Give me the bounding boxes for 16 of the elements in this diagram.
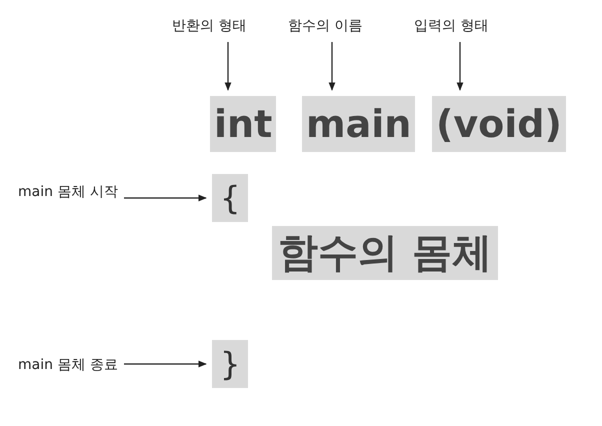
- code-token-box: int: [210, 96, 276, 152]
- arrow: [456, 42, 464, 91]
- annotation-text: 반환의 형태: [172, 16, 246, 36]
- arrow: [124, 360, 207, 368]
- brace-box: }: [212, 340, 248, 388]
- function-body-box: 함수의 몸체: [272, 226, 498, 280]
- brace-box: {: [212, 174, 248, 222]
- arrow: [224, 42, 232, 91]
- code-token-box: main: [302, 96, 416, 152]
- arrow: [124, 194, 207, 202]
- code-token-box: (void): [432, 96, 566, 152]
- annotation-text: main 몸체 종료: [18, 355, 118, 375]
- annotation-text: 함수의 이름: [288, 16, 362, 36]
- annotation-text: 입력의 형태: [414, 16, 488, 36]
- annotation-text: main 몸체 시작: [18, 182, 118, 202]
- arrow: [328, 42, 336, 91]
